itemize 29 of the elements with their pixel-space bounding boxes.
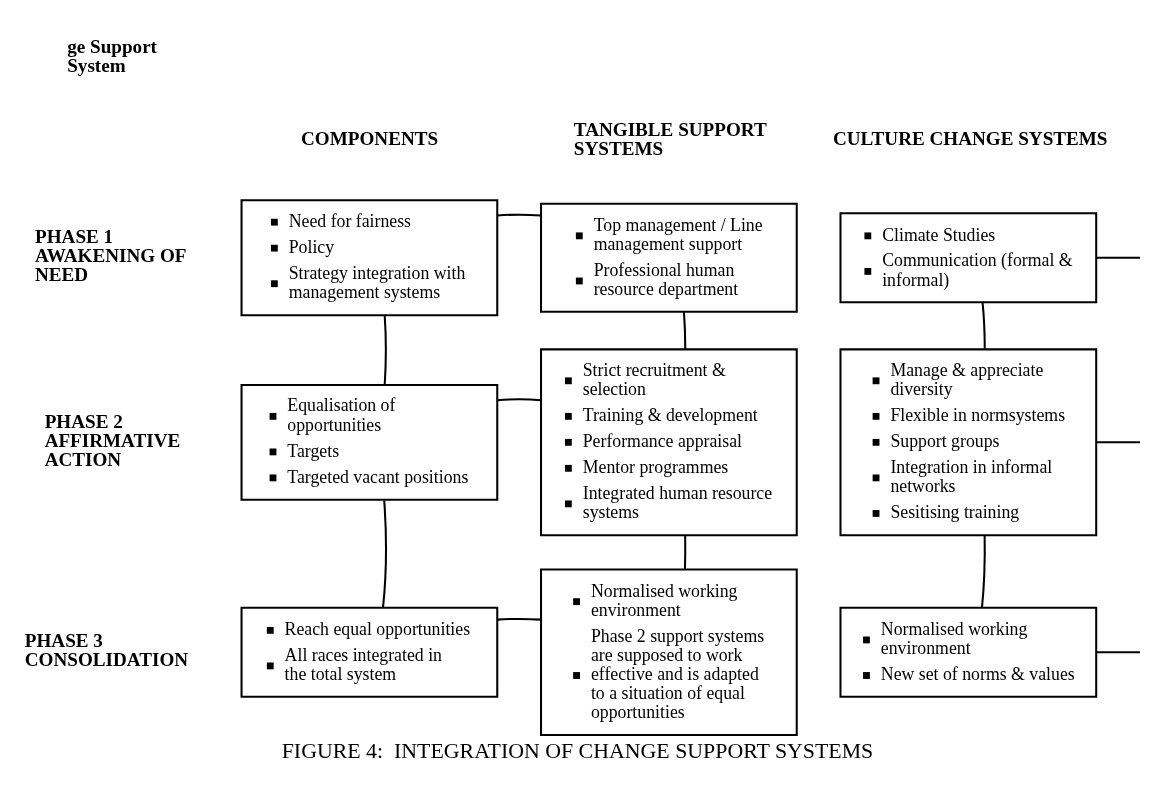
connector: [981, 302, 986, 350]
connector: [1096, 441, 1140, 444]
node-box: Normalised working environment Phase 2 support systems are supposed to work effective and is adapted to a situation of equal opportunities: [540, 568, 798, 736]
connector: [383, 315, 387, 385]
connector: [382, 500, 387, 608]
caption: FIGURE 4: INTEGRATION OF CHANGE SUPPORT SYSTEMS: [281, 738, 874, 763]
label: PHASE 1 AWAKENING OF NEED: [35, 225, 187, 286]
node-box: Normalised working environment New set of norms & values: [839, 606, 1098, 698]
connector: [1096, 651, 1140, 654]
connector: [497, 617, 542, 621]
label: PHASE 2 AFFIRMATIVE ACTION: [44, 410, 181, 470]
node-box: Manage & appreciate diversity Flexible in normsystems Support groups Integration in informal networks Sesitising training: [839, 348, 1098, 537]
node-box: Need for fairness Policy Strategy integration with management systems: [240, 199, 499, 317]
node-box: Strict recruitment & selection Training & development Performance appraisal Mentor programmes Integrated human resource systems: [540, 348, 798, 537]
node-box: Reach equal opportunities All races integrated in the total system: [240, 606, 499, 698]
node-box: Equalisation of opportunities Targets Targeted vacant positions: [240, 383, 499, 501]
node-box: Top management / Line management support Professional human resource department: [540, 202, 798, 313]
label: TANGIBLE SUPPORT SYSTEMS: [573, 119, 767, 160]
connector: [980, 535, 986, 608]
label: ge Support System: [67, 35, 157, 77]
connector: [497, 398, 542, 402]
connector: [497, 213, 542, 217]
node-box: Climate Studies Communication (formal & informal): [839, 212, 1098, 304]
label: PHASE 3 CONSOLIDATION: [24, 630, 189, 671]
label: CULTURE CHANGE SYSTEMS: [832, 128, 1108, 150]
label: COMPONENTS: [301, 128, 439, 150]
connector: [1096, 256, 1140, 259]
connector: [683, 535, 687, 570]
connector: [682, 312, 687, 350]
